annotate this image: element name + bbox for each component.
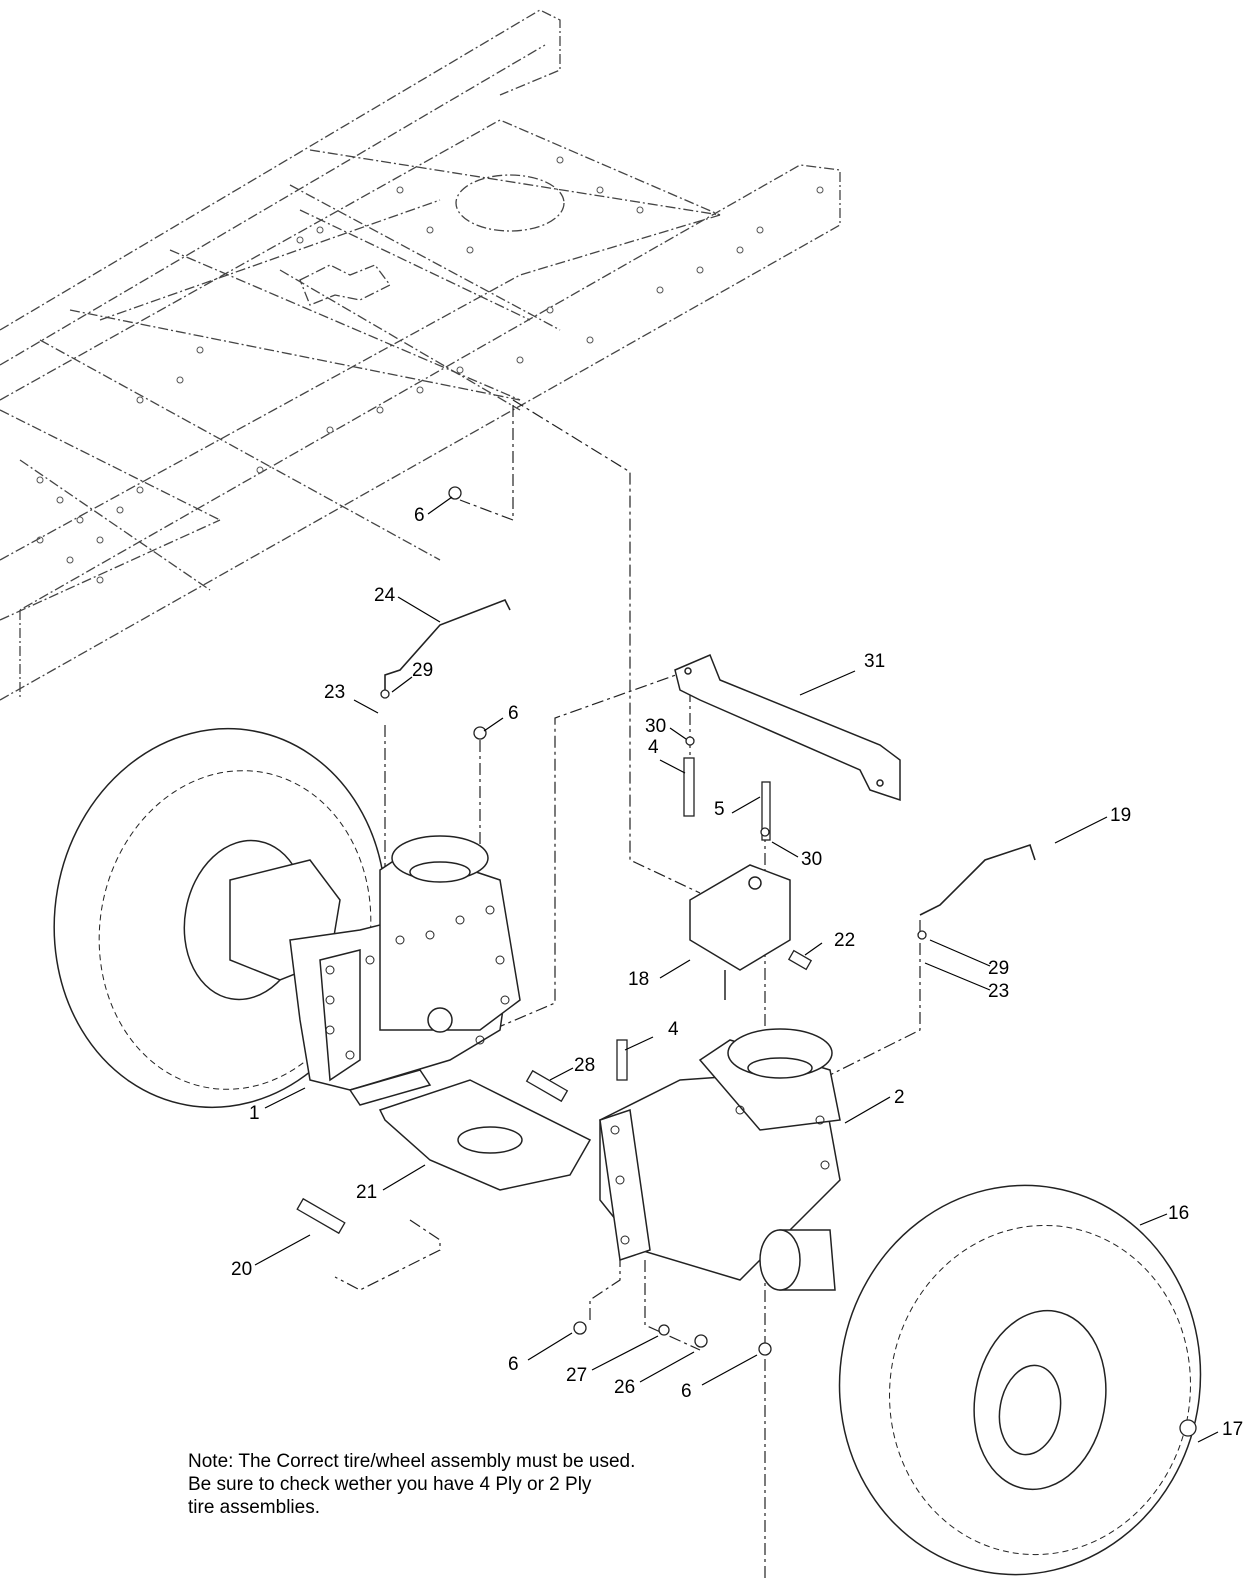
callout-24: 24 xyxy=(374,585,396,606)
callout-22: 22 xyxy=(834,930,856,951)
assembly-note: Note: The Correct tire/wheel assembly mu… xyxy=(188,1450,635,1519)
callout-20: 20 xyxy=(231,1259,253,1280)
right-transaxle xyxy=(599,1028,841,1291)
callout-23: 23 xyxy=(324,682,346,703)
left-transaxle xyxy=(229,835,521,1091)
callout-16: 16 xyxy=(1168,1203,1190,1224)
callout-21: 21 xyxy=(356,1182,378,1203)
callout-28: 28 xyxy=(574,1055,596,1076)
callout-4: 4 xyxy=(648,737,659,758)
frame-holes xyxy=(36,156,824,584)
note-line-1: Note: The Correct tire/wheel assembly mu… xyxy=(188,1451,636,1472)
callout-29: 29 xyxy=(988,958,1010,979)
callout-18: 18 xyxy=(628,969,650,990)
mounting-plate xyxy=(348,1069,592,1191)
note-line-3: tire assemblies. xyxy=(188,1497,320,1518)
callout-30: 30 xyxy=(645,716,667,737)
note-line-2: Be sure to check wether you have 4 Ply o… xyxy=(188,1474,592,1495)
callout-6: 6 xyxy=(681,1381,692,1402)
callout-27: 27 xyxy=(566,1365,588,1386)
right-tire xyxy=(838,1184,1202,1576)
callout-30: 30 xyxy=(801,849,823,870)
fasteners xyxy=(296,486,1197,1437)
callout-6: 6 xyxy=(414,505,425,526)
callout-6: 6 xyxy=(508,703,519,724)
leader-lines xyxy=(254,496,1219,1443)
callout-19: 19 xyxy=(1110,805,1132,826)
shield-31 xyxy=(674,654,901,802)
mower-frame xyxy=(0,9,841,701)
rods xyxy=(384,598,1036,916)
callout-1: 1 xyxy=(249,1103,260,1124)
callout-23: 23 xyxy=(988,981,1010,1002)
callout-26: 26 xyxy=(614,1377,636,1398)
callout-2: 2 xyxy=(894,1087,905,1108)
callout-5: 5 xyxy=(714,799,725,820)
callout-29: 29 xyxy=(412,660,434,681)
callout-31: 31 xyxy=(864,651,886,672)
callout-6: 6 xyxy=(508,1354,519,1375)
bracket-18 xyxy=(689,864,791,1000)
callout-17: 17 xyxy=(1222,1419,1244,1440)
callout-4: 4 xyxy=(668,1019,679,1040)
